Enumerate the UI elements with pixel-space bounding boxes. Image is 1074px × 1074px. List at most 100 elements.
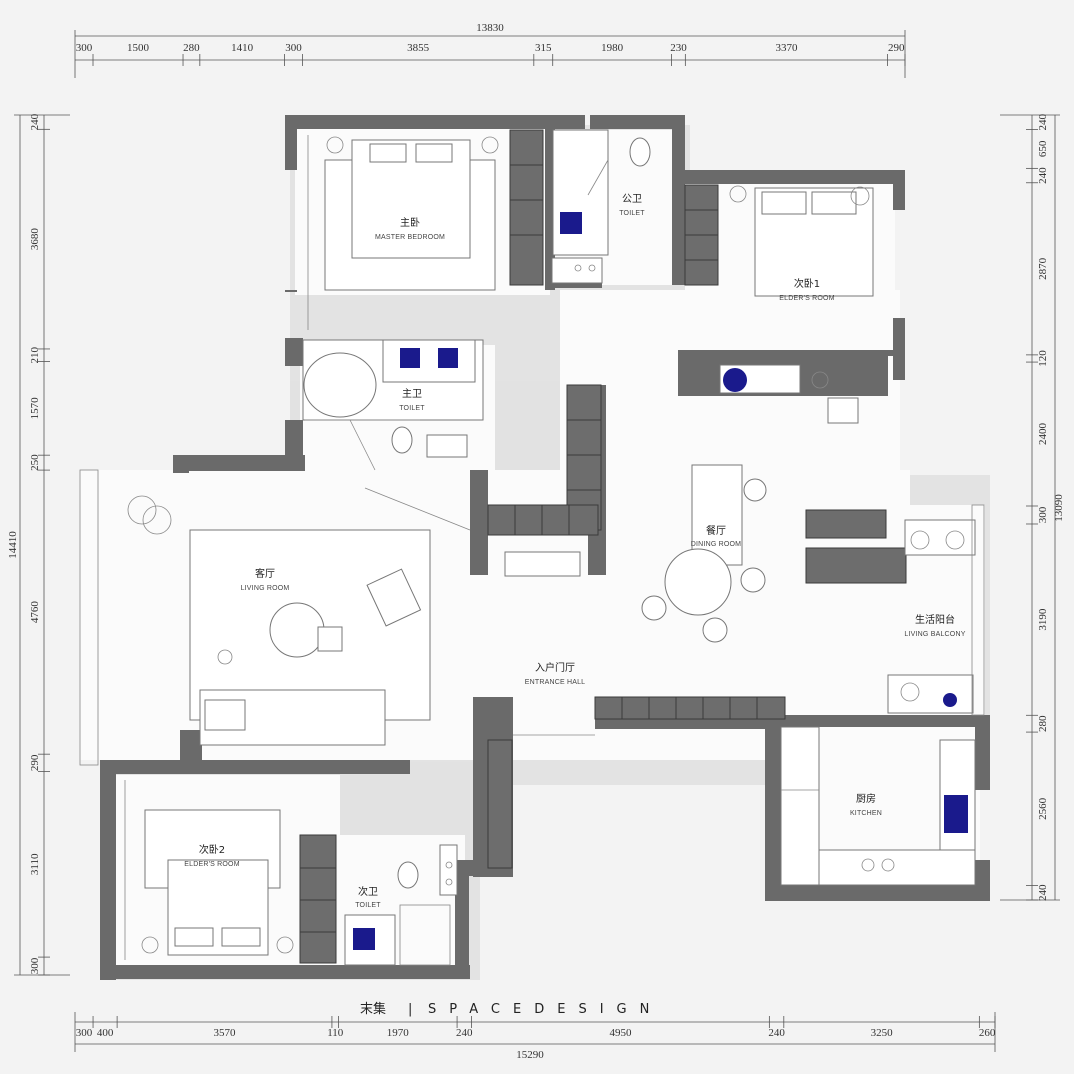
dryer-icon	[945, 530, 965, 550]
dim-segment-label: 240	[1037, 167, 1049, 184]
room-label-cn: 公卫	[622, 194, 642, 205]
lamp-icon	[276, 936, 294, 954]
lamp-icon	[850, 186, 870, 206]
dim-top-total: 13830	[476, 22, 504, 34]
brand-footer: 末集 | SPACEDESIGN	[360, 1001, 662, 1017]
room-label-en: LIVING ROOM	[241, 585, 290, 592]
elder-room-2: 次卧2 ELDER'S ROOM	[124, 780, 337, 964]
dim-segment-label: 400	[97, 1027, 114, 1039]
dim-segment-label: 280	[183, 42, 200, 54]
dim-segment-label: 2870	[1037, 257, 1049, 280]
dim-segment-label: 240	[1037, 884, 1049, 901]
dim-segment-label: 3370	[775, 42, 798, 54]
basin-icon	[560, 212, 582, 234]
dim-segment-label: 3110	[29, 853, 41, 875]
master-bedroom: 主卧 MASTER BEDROOM	[307, 129, 544, 330]
room-label-en: KITCHEN	[850, 810, 882, 817]
dim-segment-label: 1410	[231, 42, 254, 54]
dim-segment-label: 300	[1037, 506, 1049, 523]
dim-segment-label: 240	[29, 113, 41, 130]
dimensions-top: 13830 300 1500 280 1410 300 3855 315 1980 230 337…	[74, 22, 906, 78]
dim-segment-label: 3680	[29, 228, 41, 251]
toilet-icon	[397, 861, 419, 889]
basin-icon	[353, 928, 375, 950]
dimensions-right: 13090 2406502402870120240030031902802560…	[1000, 113, 1065, 901]
toilet-icon	[629, 137, 651, 167]
basin-icon	[400, 348, 420, 368]
room-label-cn: 厨房	[856, 792, 876, 805]
dim-segment-label: 4760	[29, 601, 41, 624]
lamp-icon	[729, 185, 747, 203]
room-label-cn: 主卧	[400, 216, 420, 229]
dim-segment-label: 2560	[1037, 797, 1049, 820]
kitchen: 厨房 KITCHEN	[780, 726, 976, 886]
dim-segment-label: 240	[1037, 113, 1049, 130]
brand-separator: |	[408, 1002, 412, 1017]
dim-segment-label: 290	[888, 42, 905, 54]
entrance-hall: 入户门厅 ENTRANCE HALL	[487, 661, 786, 869]
room-label-en: TOILET	[355, 902, 381, 909]
living-room: 客厅 LIVING ROOM	[79, 469, 471, 766]
dim-segment-label: 3190	[1037, 608, 1049, 631]
master-bath: 主卫 TOILET	[302, 339, 484, 471]
dim-segment-label: 230	[670, 42, 687, 54]
dim-segment-label: 2400	[1037, 423, 1049, 446]
room-label-cn: 主卫	[402, 388, 422, 400]
dim-left-total: 14410	[7, 531, 19, 559]
room-label-cn: 生活阳台	[915, 613, 955, 626]
dining-room: 餐厅 DINING ROOM	[641, 464, 767, 643]
dim-segment-label: 300	[76, 1027, 93, 1039]
lamp-icon	[481, 136, 499, 154]
dim-segment-label: 110	[327, 1027, 344, 1039]
dim-segment-label: 315	[535, 42, 552, 54]
dim-segment-label: 3855	[407, 42, 430, 54]
dim-segment-label: 4950	[609, 1027, 632, 1039]
dim-segment-label: 1980	[601, 42, 624, 54]
room-label-en: MASTER BEDROOM	[375, 234, 445, 241]
dim-segment-label: 300	[29, 957, 41, 974]
stove-icon	[861, 858, 875, 872]
dim-segment-label: 120	[1037, 350, 1049, 367]
room-label-cn: 次卧1	[794, 277, 820, 290]
dim-segment-label: 240	[768, 1027, 785, 1039]
dim-segment-label: 260	[979, 1027, 996, 1039]
elder-room-1: 次卧1 ELDER'S ROOM	[684, 184, 874, 424]
room-label-en: ENTRANCE HALL	[525, 679, 586, 686]
dim-segment-label: 3250	[871, 1027, 894, 1039]
brand-design: SPACEDESIGN	[428, 1002, 662, 1017]
dim-segment-label: 280	[1037, 715, 1049, 732]
dim-right-total: 13090	[1053, 494, 1065, 522]
dim-segment-label: 290	[29, 754, 41, 771]
dim-segment-label: 1970	[387, 1027, 410, 1039]
second-toilet: 次卫 TOILET	[344, 844, 458, 966]
dim-segment-label: 240	[456, 1027, 473, 1039]
toilet-icon	[391, 426, 413, 454]
bathtub-icon	[303, 352, 377, 418]
room-label-en: TOILET	[619, 210, 645, 217]
room-label-cn: 次卫	[358, 885, 378, 898]
basin-icon	[438, 348, 458, 368]
room-label-cn: 客厅	[255, 567, 275, 580]
plant-icon	[127, 495, 157, 525]
room-label-en: DINING ROOM	[691, 541, 741, 548]
sink-icon	[944, 795, 968, 833]
lamp-icon	[141, 936, 159, 954]
room-label-en: ELDER'S ROOM	[779, 295, 834, 302]
dim-segment-label: 300	[76, 42, 93, 54]
lamp-icon	[326, 136, 344, 154]
corridor-cabinets	[487, 384, 602, 577]
plant-icon	[142, 505, 172, 535]
room-label-cn: 入户门厅	[535, 661, 575, 674]
dim-segment-label: 1570	[29, 397, 41, 420]
room-label-cn: 餐厅	[706, 524, 726, 537]
room-label-en: LIVING BALCONY	[904, 631, 965, 638]
washer-icon	[910, 530, 930, 550]
dim-segment-label: 300	[285, 42, 302, 54]
stove-icon	[881, 858, 895, 872]
room-label-en: ELDER'S ROOM	[184, 861, 239, 868]
brand-name: 末集	[360, 1001, 386, 1017]
dim-segment-label: 1500	[127, 42, 150, 54]
dim-segment-label: 250	[29, 454, 41, 471]
living-balcony: 生活阳台 LIVING BALCONY	[805, 504, 985, 716]
